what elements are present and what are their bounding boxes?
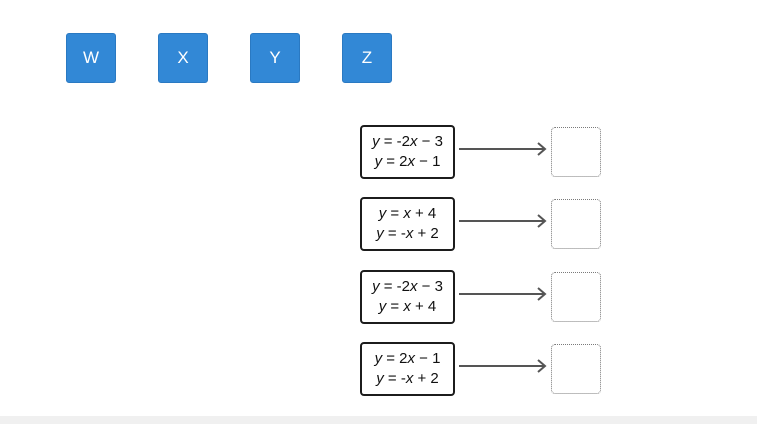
equation-text: − 3	[417, 133, 443, 150]
system-row-3: y = -2x − 3 y = x + 4	[360, 270, 620, 324]
equation-line: y = 2x − 1	[362, 152, 453, 172]
equation-variable: y	[372, 278, 380, 295]
equation-text: =	[386, 298, 404, 315]
equation-variable: x	[410, 133, 418, 150]
bottom-edge-shade	[0, 416, 757, 424]
system-row-4: y = 2x − 1 y = -x + 2	[360, 342, 620, 396]
tile-w[interactable]: W	[66, 33, 116, 83]
equation-variable: y	[378, 205, 387, 222]
equation-variable: x	[407, 153, 416, 170]
equation-system-box: y = x + 4 y = -x + 2	[360, 197, 455, 251]
arrow-right-icon	[459, 142, 547, 156]
equation-variable: x	[405, 225, 414, 242]
equation-system-box: y = 2x − 1 y = -x + 2	[360, 342, 455, 396]
equation-text: =	[386, 205, 404, 222]
tile-y[interactable]: Y	[250, 33, 300, 83]
equation-text: = -	[383, 370, 406, 387]
equation-line: y = x + 4	[362, 297, 453, 317]
equation-text: = -2	[379, 133, 410, 150]
drop-target-2[interactable]	[551, 199, 601, 249]
system-row-1: y = -2x − 3 y = 2x − 1	[360, 125, 620, 179]
equation-text: + 4	[410, 205, 437, 222]
system-row-2: y = x + 4 y = -x + 2	[360, 197, 620, 251]
equation-variable: x	[405, 370, 414, 387]
equation-line: y = 2x − 1	[362, 349, 453, 369]
equation-text: + 4	[410, 298, 437, 315]
equation-variable: y	[376, 370, 384, 387]
drop-target-4[interactable]	[551, 344, 601, 394]
equation-variable: x	[410, 278, 418, 295]
equation-line: y = -x + 2	[362, 224, 453, 244]
equation-variable: x	[403, 205, 411, 222]
arrow-right-icon	[459, 287, 547, 301]
arrow-right-icon	[459, 359, 547, 373]
equation-variable: y	[372, 133, 380, 150]
drop-target-1[interactable]	[551, 127, 601, 177]
equation-line: y = -x + 2	[362, 369, 453, 389]
equation-line: y = -2x − 3	[362, 132, 453, 152]
tile-z[interactable]: Z	[342, 33, 392, 83]
equation-text: + 2	[413, 225, 439, 242]
equation-system-box: y = -2x − 3 y = 2x − 1	[360, 125, 455, 179]
equation-variable: x	[407, 350, 416, 367]
equation-system-box: y = -2x − 3 y = x + 4	[360, 270, 455, 324]
equation-text: = 2	[382, 153, 408, 170]
drop-target-3[interactable]	[551, 272, 601, 322]
equation-text: = -2	[379, 278, 410, 295]
equation-variable: x	[403, 298, 411, 315]
equation-variable: y	[378, 298, 387, 315]
equation-text: = -	[383, 225, 406, 242]
equation-text: = 2	[382, 350, 408, 367]
equation-line: y = -2x − 3	[362, 277, 453, 297]
tile-x[interactable]: X	[158, 33, 208, 83]
equation-text: − 1	[415, 350, 441, 367]
equation-variable: y	[374, 350, 383, 367]
equation-text: − 1	[415, 153, 441, 170]
equation-variable: y	[376, 225, 384, 242]
equation-line: y = x + 4	[362, 204, 453, 224]
equation-variable: y	[374, 153, 383, 170]
equation-text: − 3	[417, 278, 443, 295]
equation-text: + 2	[413, 370, 439, 387]
arrow-right-icon	[459, 214, 547, 228]
